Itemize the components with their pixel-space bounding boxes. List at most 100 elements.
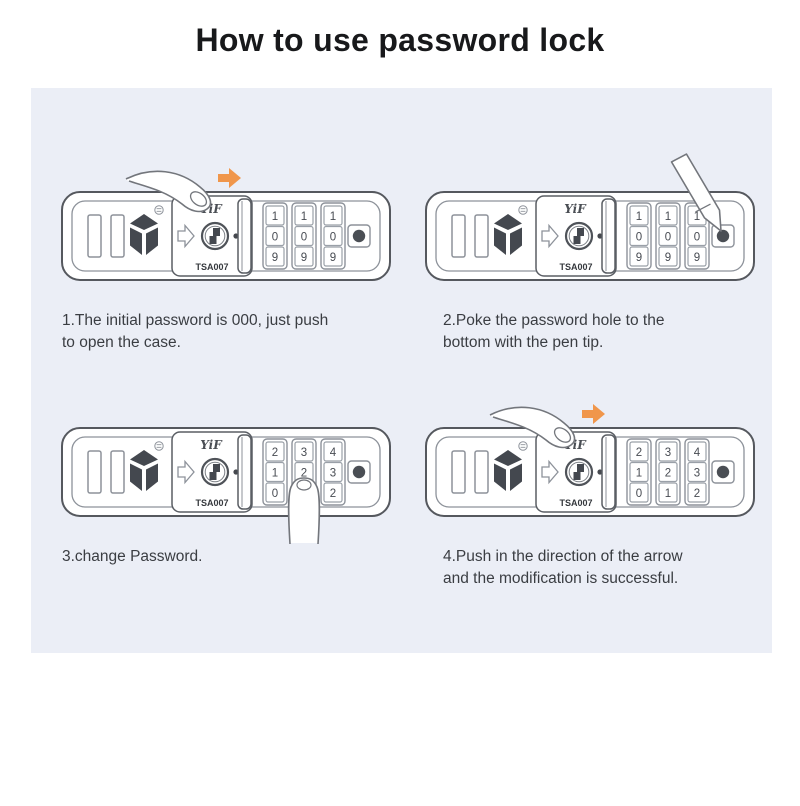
dial-digit: 0: [301, 232, 307, 244]
finger-outline: [125, 170, 212, 213]
keyhole-inner-ring: [568, 461, 590, 483]
slider-bar: [237, 434, 252, 510]
push-direction-arrow-icon: [541, 459, 559, 485]
dial-cell: [629, 461, 649, 483]
fingernail: [189, 191, 208, 207]
keyhole-inner-ring: [204, 225, 226, 247]
dial-cell: [658, 246, 678, 267]
gem-logo-icon: [130, 450, 158, 466]
dial-cell: [658, 482, 678, 503]
dial-cell: [658, 461, 678, 483]
step-2-caption: 2.Poke the password hole to the bottom w…: [443, 312, 665, 351]
dial-digit: 2: [330, 488, 336, 500]
slider-bar: [601, 198, 616, 274]
dial-digit: 0: [636, 488, 642, 500]
brand-text: YiF: [200, 438, 223, 452]
pen-icon: [670, 153, 722, 232]
orange-arrow-icon: [218, 168, 241, 188]
page-title: How to use password lock: [195, 22, 605, 58]
zipper-slot: [474, 214, 489, 258]
key-glyph: [573, 228, 584, 244]
dial-digit: 3: [665, 447, 671, 459]
dial-cell: [629, 225, 649, 247]
dial-digit: 1: [694, 211, 700, 223]
registered-mark-icon: [518, 205, 528, 215]
gem-logo-icon: [130, 463, 142, 491]
dial-digit: 3: [694, 468, 700, 480]
dial-digit: 3: [301, 447, 307, 459]
registered-mark-icon: [154, 205, 164, 215]
dial-digit: 1: [665, 211, 671, 223]
dial-cell: [687, 461, 707, 483]
gem-logo-icon: [494, 227, 506, 255]
key-glyph: [573, 464, 584, 480]
gem-logo-icon: [510, 463, 522, 491]
dial-cell: [687, 246, 707, 267]
dial-cell: [629, 246, 649, 267]
dial-cell: [687, 482, 707, 503]
dial-digit: 0: [665, 232, 671, 244]
dial-cell: [294, 205, 314, 226]
registered-mark-icon: [154, 441, 164, 451]
dial-digit: 9: [330, 252, 336, 264]
registered-mark-icon: [518, 441, 528, 451]
dial-digit: 1: [301, 211, 307, 223]
keyhole-inner-ring: [568, 225, 590, 247]
dial-cell: [265, 482, 285, 503]
pen-band: [695, 203, 711, 213]
registered-mark-lines: [520, 444, 526, 448]
dial-digit: 0: [272, 232, 278, 244]
zipper-slot: [110, 214, 125, 258]
key-glyph: [209, 228, 220, 244]
password-hole: [352, 229, 366, 243]
gem-logo-icon: [494, 463, 506, 491]
keyhole-inner-ring: [204, 461, 226, 483]
gem-logo-icon: [510, 227, 522, 255]
dial-cell: [323, 225, 343, 247]
gem-logo-icon: [146, 227, 158, 255]
dial-cell: [658, 225, 678, 247]
finger-icon: [126, 171, 211, 212]
dial-cell: [265, 205, 285, 226]
model-text: TSA007: [559, 262, 592, 272]
dial-cell: [265, 461, 285, 483]
dial-cell: [629, 441, 649, 462]
password-hole: [716, 465, 730, 479]
dial-digit: 1: [636, 211, 642, 223]
zipper-slot: [474, 450, 489, 494]
password-hole: [352, 465, 366, 479]
step-4-caption: 4.Push in the direction of the arrow and…: [443, 548, 683, 587]
dial-digit: 1: [636, 468, 642, 480]
zipper-slot: [87, 450, 102, 494]
dial-digit: 1: [272, 211, 278, 223]
dial-cell: [687, 225, 707, 247]
dial-cell: [323, 441, 343, 462]
dial-cell: [629, 482, 649, 503]
dial-digit: 9: [636, 252, 642, 264]
dial-cell: [323, 205, 343, 226]
dial-digit: 2: [665, 468, 671, 480]
zipper-slot: [451, 214, 466, 258]
gem-logo-icon: [146, 463, 158, 491]
dial-digit: 3: [330, 468, 336, 480]
brand-text: YiF: [564, 202, 587, 216]
push-direction-arrow-icon: [177, 459, 195, 485]
dial-cell: [265, 225, 285, 247]
dial-digit: 4: [694, 447, 701, 459]
fingernail: [553, 427, 572, 443]
fingernail: [296, 479, 312, 491]
dial-cell: [658, 205, 678, 226]
dial-digit: 2: [272, 447, 278, 459]
dial-digit: 9: [694, 252, 700, 264]
zipper-slot: [451, 450, 466, 494]
dial-digit: 2: [636, 447, 642, 459]
zipper-slot: [110, 450, 125, 494]
dial-digit: 0: [636, 232, 642, 244]
dial-cell: [323, 461, 343, 483]
push-direction-arrow-icon: [177, 223, 195, 249]
dial-digit: 2: [694, 488, 700, 500]
dial-digit: 1: [272, 468, 278, 480]
finger-outline: [489, 406, 576, 449]
